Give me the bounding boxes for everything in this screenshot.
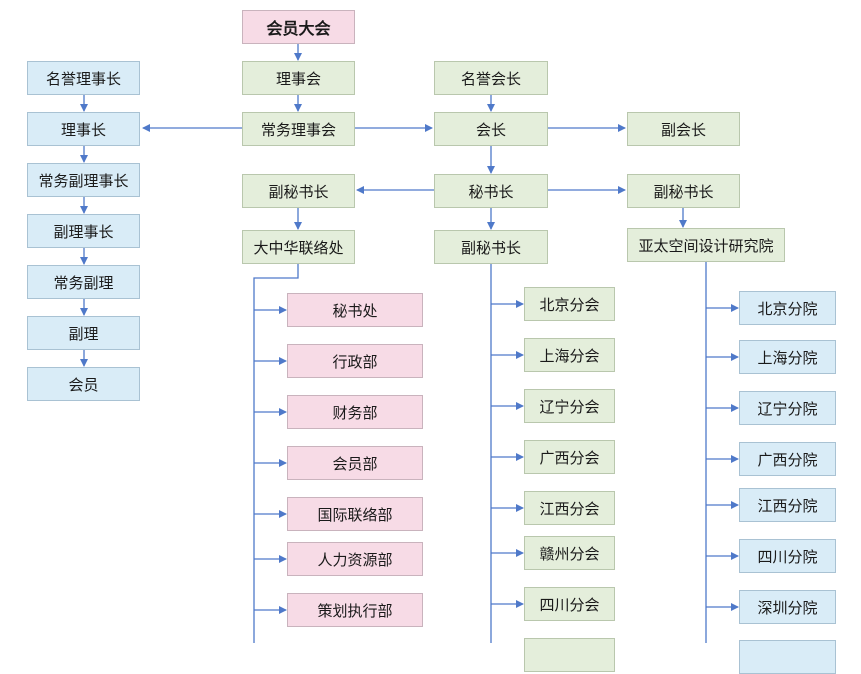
branch-box: 上海分会 — [524, 338, 615, 372]
left-chain-box: 名誉理事长 — [27, 61, 140, 95]
institute-branch-box: 广西分院 — [739, 442, 836, 476]
left-chain-box: 副理事长 — [27, 214, 140, 248]
left-chain-box: 理事长 — [27, 112, 140, 146]
institute-branch-box: 北京分院 — [739, 291, 836, 325]
president-box: 会长 — [434, 112, 548, 146]
branch-box: 赣州分会 — [524, 536, 615, 570]
deputy-secretary-center-box: 副秘书长 — [434, 230, 548, 264]
institute-branch-box: 辽宁分院 — [739, 391, 836, 425]
left-chain-box: 会员 — [27, 367, 140, 401]
department-box: 行政部 — [287, 344, 423, 378]
secretary-general-box: 秘书长 — [434, 174, 548, 208]
branch-box: 广西分会 — [524, 440, 615, 474]
department-box: 国际联络部 — [287, 497, 423, 531]
institute-branch-box: 上海分院 — [739, 340, 836, 374]
honorary-president-box: 名誉会长 — [434, 61, 548, 95]
department-box: 会员部 — [287, 446, 423, 480]
liaison-office-box: 大中华联络处 — [242, 230, 355, 264]
left-chain-box: 常务副理 — [27, 265, 140, 299]
institute-branch-box: 江西分院 — [739, 488, 836, 522]
institute-branch-box-partial — [739, 640, 836, 674]
branch-box: 北京分会 — [524, 287, 615, 321]
council-box: 理事会 — [242, 61, 355, 95]
institute-box: 亚太空间设计研究院 — [627, 228, 785, 262]
branch-box: 四川分会 — [524, 587, 615, 621]
deputy-secretary-left-box: 副秘书长 — [242, 174, 355, 208]
vice-president-box: 副会长 — [627, 112, 740, 146]
connector-lines — [80, 44, 739, 643]
department-box: 策划执行部 — [287, 593, 423, 627]
deputy-secretary-right-box: 副秘书长 — [627, 174, 740, 208]
department-box: 财务部 — [287, 395, 423, 429]
branch-box-partial — [524, 638, 615, 672]
branch-box: 辽宁分会 — [524, 389, 615, 423]
branch-box: 江西分会 — [524, 491, 615, 525]
institute-branch-box: 四川分院 — [739, 539, 836, 573]
institute-branch-box: 深圳分院 — [739, 590, 836, 624]
general-assembly-box: 会员大会 — [242, 10, 355, 44]
left-chain-box: 副理 — [27, 316, 140, 350]
left-chain-box: 常务副理事长 — [27, 163, 140, 197]
standing-council-box: 常务理事会 — [242, 112, 355, 146]
department-box: 人力资源部 — [287, 542, 423, 576]
department-box: 秘书处 — [287, 293, 423, 327]
org-chart: 会员大会 理事会 常务理事会 名誉理事长 理事长 常务副理事长 副理事长 常务副… — [27, 10, 836, 674]
